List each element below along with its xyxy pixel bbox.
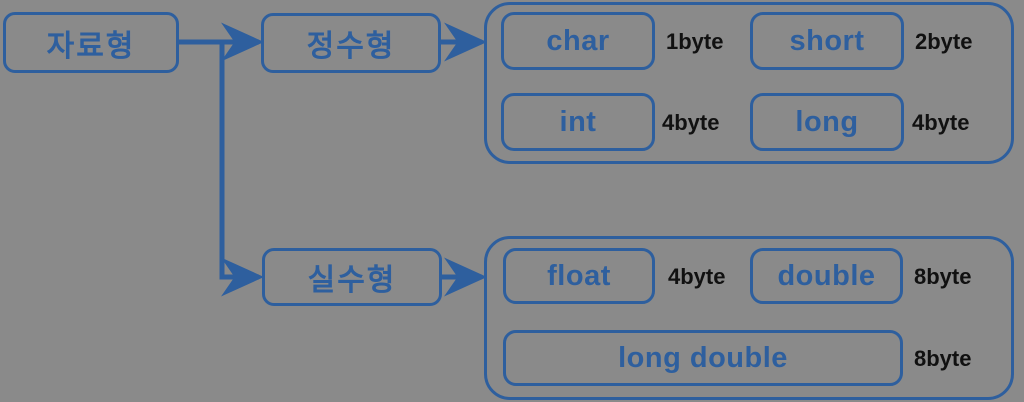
type-label-float: float: [547, 259, 611, 292]
node-root-label: 자료형: [46, 29, 136, 63]
type-label-long: long: [795, 105, 859, 138]
type-box-int[interactable]: int: [501, 93, 655, 151]
byte-text-char: 1byte: [666, 29, 724, 54]
type-box-double[interactable]: double: [750, 248, 903, 304]
type-box-long[interactable]: long: [750, 93, 904, 151]
type-box-char[interactable]: char: [501, 12, 655, 70]
type-label-short: short: [789, 24, 865, 57]
byte-text-int: 4byte: [662, 110, 720, 135]
floating-group-container: [484, 236, 1014, 400]
byte-label-double: 8byte: [914, 266, 971, 288]
type-label-long-double: long double: [618, 341, 788, 374]
node-integer-label: 정수형: [306, 30, 396, 63]
byte-label-float: 4byte: [668, 266, 725, 288]
byte-text-float: 4byte: [668, 264, 726, 289]
type-box-float[interactable]: float: [503, 248, 655, 304]
byte-text-long: 4byte: [912, 110, 970, 135]
byte-label-long: 4byte: [912, 112, 969, 134]
byte-label-int: 4byte: [662, 112, 719, 134]
node-floating-type[interactable]: 실수형: [262, 248, 442, 306]
type-label-double: double: [777, 259, 876, 292]
type-box-short[interactable]: short: [750, 12, 904, 70]
byte-label-short: 2byte: [915, 31, 972, 53]
byte-text-short: 2byte: [915, 29, 973, 54]
node-integer-type[interactable]: 정수형: [261, 13, 441, 73]
node-root-datatype[interactable]: 자료형: [3, 12, 179, 73]
type-box-long-double[interactable]: long double: [503, 330, 903, 386]
byte-label-char: 1byte: [666, 31, 723, 53]
integer-group-container: [484, 2, 1014, 164]
byte-text-double: 8byte: [914, 264, 972, 289]
byte-label-long-double: 8byte: [914, 348, 971, 370]
type-label-char: char: [546, 24, 610, 57]
type-label-int: int: [559, 105, 597, 138]
byte-text-long-double: 8byte: [914, 346, 972, 371]
node-floating-label: 실수형: [307, 264, 397, 297]
